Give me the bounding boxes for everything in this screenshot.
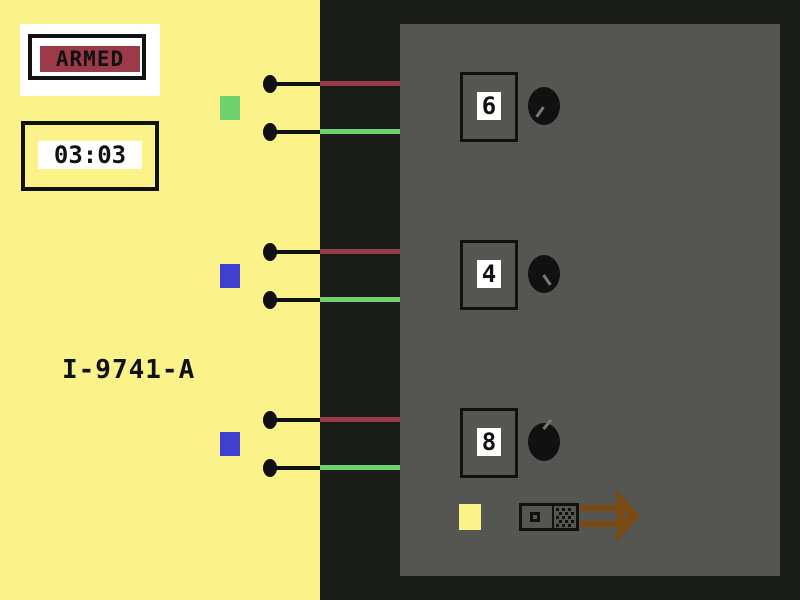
module-1-red-wire-stub xyxy=(275,82,321,86)
yellow-light-icon xyxy=(459,504,481,530)
module-2-red-wire-stub xyxy=(275,250,321,254)
module-1-red-wire[interactable] xyxy=(320,81,400,86)
bomb-panel xyxy=(400,24,780,576)
module-1-indicator xyxy=(220,96,240,120)
module-2-green-wire-stub xyxy=(275,298,321,302)
module-1-green-wire-post[interactable] xyxy=(263,123,277,141)
module-3-knob-icon[interactable] xyxy=(528,418,560,461)
module-3-red-wire-stub xyxy=(275,418,321,422)
module-2-knob-icon[interactable] xyxy=(528,255,560,293)
module-1-digit: 6 xyxy=(477,92,501,120)
module-3-green-wire-stub xyxy=(275,466,321,470)
module-3-green-wire[interactable] xyxy=(320,465,400,470)
module-3-digit: 8 xyxy=(477,428,501,456)
status-badge-frame xyxy=(28,34,146,80)
module-3-digit-frame xyxy=(460,408,518,478)
module-1-digit-frame xyxy=(460,72,518,142)
module-2-digit-frame xyxy=(460,240,518,310)
serial-code: I-9741-A xyxy=(62,355,196,385)
module-1-knob-icon[interactable] xyxy=(528,87,560,125)
module-3-green-wire-post[interactable] xyxy=(263,459,277,477)
module-3-indicator xyxy=(220,432,240,456)
module-1-green-wire-stub xyxy=(275,130,321,134)
module-2-indicator xyxy=(220,264,240,288)
module-3-red-wire-post[interactable] xyxy=(263,411,277,429)
module-1-green-wire[interactable] xyxy=(320,129,400,134)
module-2-digit: 4 xyxy=(477,260,501,288)
timer-frame xyxy=(21,121,159,191)
module-2-green-wire-post[interactable] xyxy=(263,291,277,309)
module-2-red-wire[interactable] xyxy=(320,249,400,254)
module-2-green-wire[interactable] xyxy=(320,297,400,302)
gadget-icon[interactable] xyxy=(518,502,582,532)
fork-arrow-icon xyxy=(580,490,640,542)
module-2-red-wire-post[interactable] xyxy=(263,243,277,261)
module-3-red-wire[interactable] xyxy=(320,417,400,422)
status-badge: ARMED xyxy=(40,46,140,72)
countdown-timer: 03:03 xyxy=(38,141,142,169)
module-1-red-wire-post[interactable] xyxy=(263,75,277,93)
